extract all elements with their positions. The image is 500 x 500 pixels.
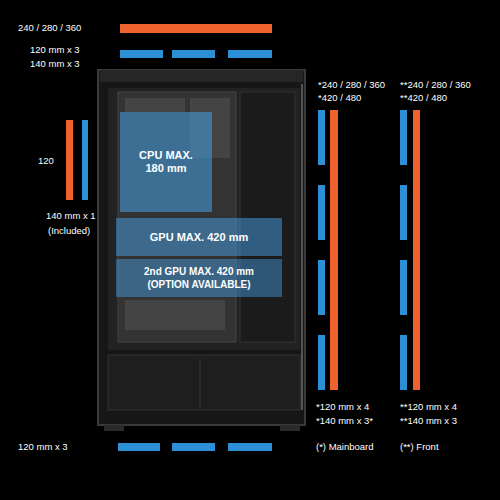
size-label: (**) Front (400, 441, 439, 453)
size-label: 120 mm x 3 (18, 441, 68, 453)
clearance-text: 2nd GPU MAX. 420 mm (OPTION AVAILABLE) (124, 265, 274, 291)
size-label: **120 mm x 4 (400, 401, 457, 413)
clearance-text: GPU MAX. 420 mm (150, 231, 248, 244)
gpu-clearance-band: 2nd GPU MAX. 420 mm (OPTION AVAILABLE) (116, 259, 282, 297)
size-label: *420 / 480 (318, 92, 361, 104)
size-label: 120 mm x 3 (30, 44, 80, 56)
size-label: (Included) (48, 225, 90, 237)
size-label: (*) Mainboard (316, 441, 374, 453)
size-label: *140 mm x 3* (316, 415, 373, 427)
size-label: **240 / 280 / 360 (400, 79, 471, 91)
size-label: **420 / 480 (400, 92, 447, 104)
clearance-text: CPU MAX. 180 mm (131, 149, 201, 175)
cpu-clearance-box: CPU MAX. 180 mm (120, 112, 212, 212)
size-label: *240 / 280 / 360 (318, 79, 385, 91)
size-label: 140 mm x 1 (46, 210, 96, 222)
size-label: **140 mm x 3 (400, 415, 457, 427)
size-label: 120 (38, 155, 54, 167)
size-label: 140 mm x 3 (30, 58, 80, 70)
size-label: 240 / 280 / 360 (18, 22, 81, 34)
size-label: *120 mm x 4 (316, 401, 369, 413)
gpu-clearance-band: GPU MAX. 420 mm (116, 218, 282, 256)
